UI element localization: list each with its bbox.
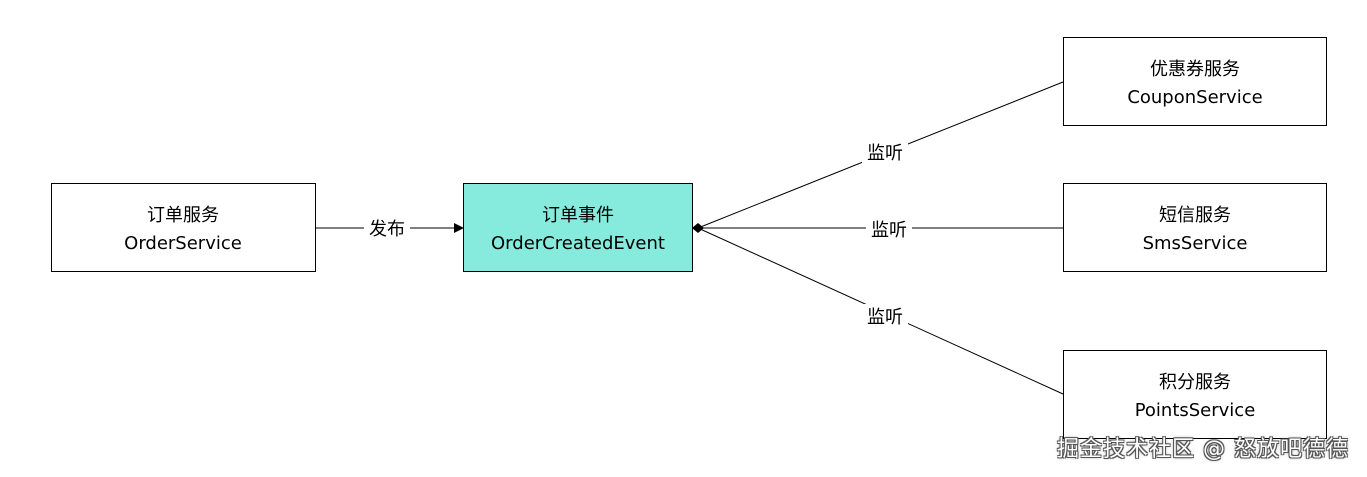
listen-sms-label: 监听 xyxy=(871,220,907,241)
sms-service-name: SmsService xyxy=(1143,233,1248,254)
sms-service-title: 短信服务 xyxy=(1159,205,1231,226)
order-service-box[interactable] xyxy=(51,183,316,272)
publish-label: 发布 xyxy=(369,219,405,240)
listen-points-label-bg xyxy=(862,304,908,328)
coupon-service-box[interactable] xyxy=(1063,37,1327,126)
order-service-name: OrderService xyxy=(124,233,242,254)
order-event-box[interactable] xyxy=(463,183,693,272)
coupon-service-name: CouponService xyxy=(1127,87,1262,108)
node-points-service[interactable]: 积分服务 PointsService xyxy=(1063,350,1327,439)
order-service-title: 订单服务 xyxy=(147,205,219,226)
node-order-service[interactable]: 订单服务 OrderService xyxy=(51,183,316,272)
points-service-box[interactable] xyxy=(1063,350,1327,439)
node-order-event[interactable]: 订单事件 OrderCreatedEvent xyxy=(463,183,693,272)
listen-coupon-label: 监听 xyxy=(867,143,903,164)
listen-points-label: 监听 xyxy=(867,307,903,328)
coupon-service-title: 优惠券服务 xyxy=(1150,59,1240,80)
publish-label-bg xyxy=(364,216,410,240)
points-service-name: PointsService xyxy=(1135,400,1256,421)
aggregation-diamond-icon xyxy=(692,223,704,233)
edge-publish: 发布 xyxy=(316,216,464,240)
node-coupon-service[interactable]: 优惠券服务 CouponService xyxy=(1063,37,1327,126)
listen-sms-label-bg xyxy=(866,217,912,241)
edge-listen-points: 监听 xyxy=(697,227,1064,395)
node-sms-service[interactable]: 短信服务 SmsService xyxy=(1063,183,1327,272)
order-event-title: 订单事件 xyxy=(542,205,614,226)
points-service-title: 积分服务 xyxy=(1159,372,1231,393)
watermark-text: 掘金技术社区 @ 怒放吧德德 xyxy=(1057,437,1349,462)
edge-listen-sms: 监听 xyxy=(698,217,1063,241)
sms-service-box[interactable] xyxy=(1063,183,1327,272)
edge-listen-coupon: 监听 xyxy=(697,81,1064,229)
order-event-name: OrderCreatedEvent xyxy=(491,233,665,254)
listen-coupon-label-bg xyxy=(862,140,908,164)
